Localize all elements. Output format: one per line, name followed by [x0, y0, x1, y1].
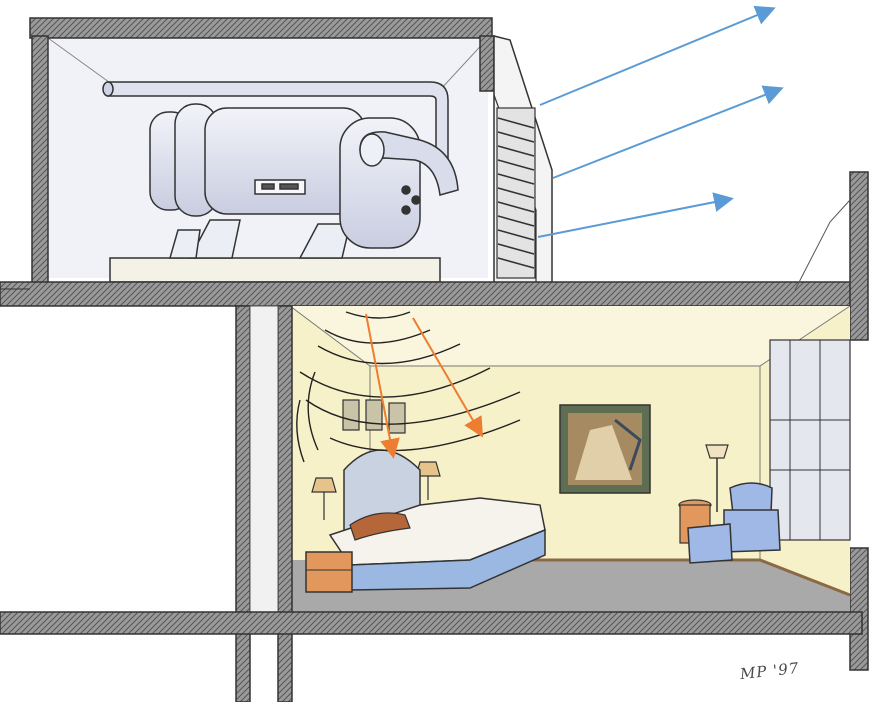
interior-wall-right: [277, 305, 293, 702]
small-picture-2: [365, 399, 383, 431]
roof-slab: [29, 17, 493, 39]
small-picture-1: [342, 399, 360, 431]
orange-arrow-1: [365, 313, 400, 459]
machine-base: [109, 257, 441, 283]
floor-lamp-shade: [705, 444, 729, 459]
floor-slab: [0, 281, 863, 307]
blue-arrow-2: [552, 85, 784, 179]
orange-arrow-2: [412, 317, 484, 438]
lower-floor-slab: [0, 611, 863, 635]
small-picture-3: [388, 402, 406, 434]
generator-machine: [102, 81, 459, 283]
mechanical-room-left-wall: [31, 35, 49, 287]
interior-wall-left: [235, 305, 251, 702]
right-exterior-wall-lower: [849, 547, 869, 671]
blue-arrow-3: [537, 192, 734, 238]
noise-arrows: [365, 313, 484, 459]
corridor: [249, 305, 279, 617]
wall-sconce-left: [311, 477, 337, 493]
sleeping-person: [349, 512, 411, 541]
louver-wall: [493, 35, 553, 289]
sound-wave-arcs: [296, 311, 521, 463]
ottoman: [687, 523, 733, 564]
louver-slats: [497, 117, 535, 269]
bay-window: [769, 339, 851, 541]
right-exterior-wall-upper: [849, 171, 869, 341]
mechanical-room-right-wall: [479, 35, 495, 92]
airflow-arrows: [537, 5, 784, 238]
blue-arrow-1: [539, 5, 776, 106]
bedroom: [289, 305, 851, 616]
nightstand: [305, 551, 353, 593]
